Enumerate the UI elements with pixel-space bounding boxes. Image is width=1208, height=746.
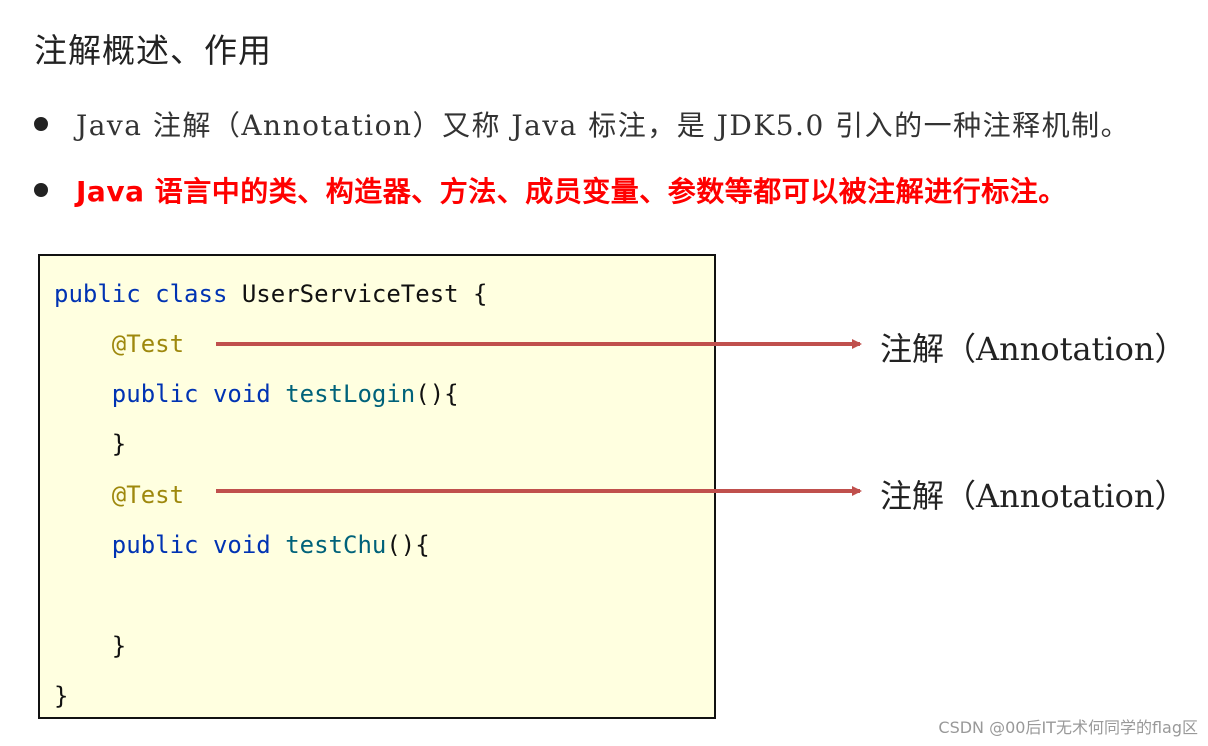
code-brace: } (111, 430, 127, 458)
annotation-label-1: 注解（Annotation） (880, 330, 1187, 368)
code-brace: { (458, 280, 488, 308)
code-keyword: public (54, 280, 141, 308)
code-brace: } (54, 682, 69, 710)
code-annotation: @Test (111, 330, 185, 358)
page-title: 注解概述、作用 (34, 31, 272, 70)
code-keyword: void (212, 531, 271, 559)
code-method-name: testLogin (285, 380, 416, 408)
code-keyword: class (155, 280, 228, 308)
bullet-item-2: Java 语言中的类、构造器、方法、成员变量、参数等都可以被注解进行标注。 (34, 170, 1067, 210)
bullet-dot-icon (34, 117, 48, 131)
code-brace: (){ (415, 380, 459, 408)
code-line-annotation-2: @Test (54, 481, 184, 509)
bullet-item-1: Java 注解（Annotation）又称 Java 标注，是 JDK5.0 引… (34, 104, 1130, 144)
code-line-method-2: public void testChu(){ (54, 531, 430, 559)
code-keyword: public (111, 531, 199, 559)
code-block: public class UserServiceTest { @Test pub… (38, 254, 716, 719)
bullet-text-2: Java 语言中的类、构造器、方法、成员变量、参数等都可以被注解进行标注。 (76, 175, 1067, 208)
code-line-method-1: public void testLogin(){ (54, 380, 459, 408)
watermark: CSDN @00后IT无术何同学的flag区 (938, 718, 1198, 737)
code-line-annotation-1: @Test (54, 330, 184, 358)
code-keyword: public (111, 380, 199, 408)
code-brace: } (111, 632, 127, 660)
code-keyword: void (212, 380, 271, 408)
code-class-name: UserServiceTest (241, 280, 459, 308)
code-method-name: testChu (285, 531, 387, 559)
code-line-class-decl: public class UserServiceTest { (54, 280, 488, 308)
annotation-label-2: 注解（Annotation） (880, 477, 1187, 515)
code-line-close-2: } (54, 632, 126, 660)
bullet-dot-icon (34, 183, 48, 197)
code-annotation: @Test (111, 481, 185, 509)
code-line-close-3: } (54, 682, 68, 710)
bullet-text-1: Java 注解（Annotation）又称 Java 标注，是 JDK5.0 引… (76, 109, 1131, 142)
code-line-close-1: } (54, 430, 126, 458)
code-brace: (){ (386, 531, 430, 559)
